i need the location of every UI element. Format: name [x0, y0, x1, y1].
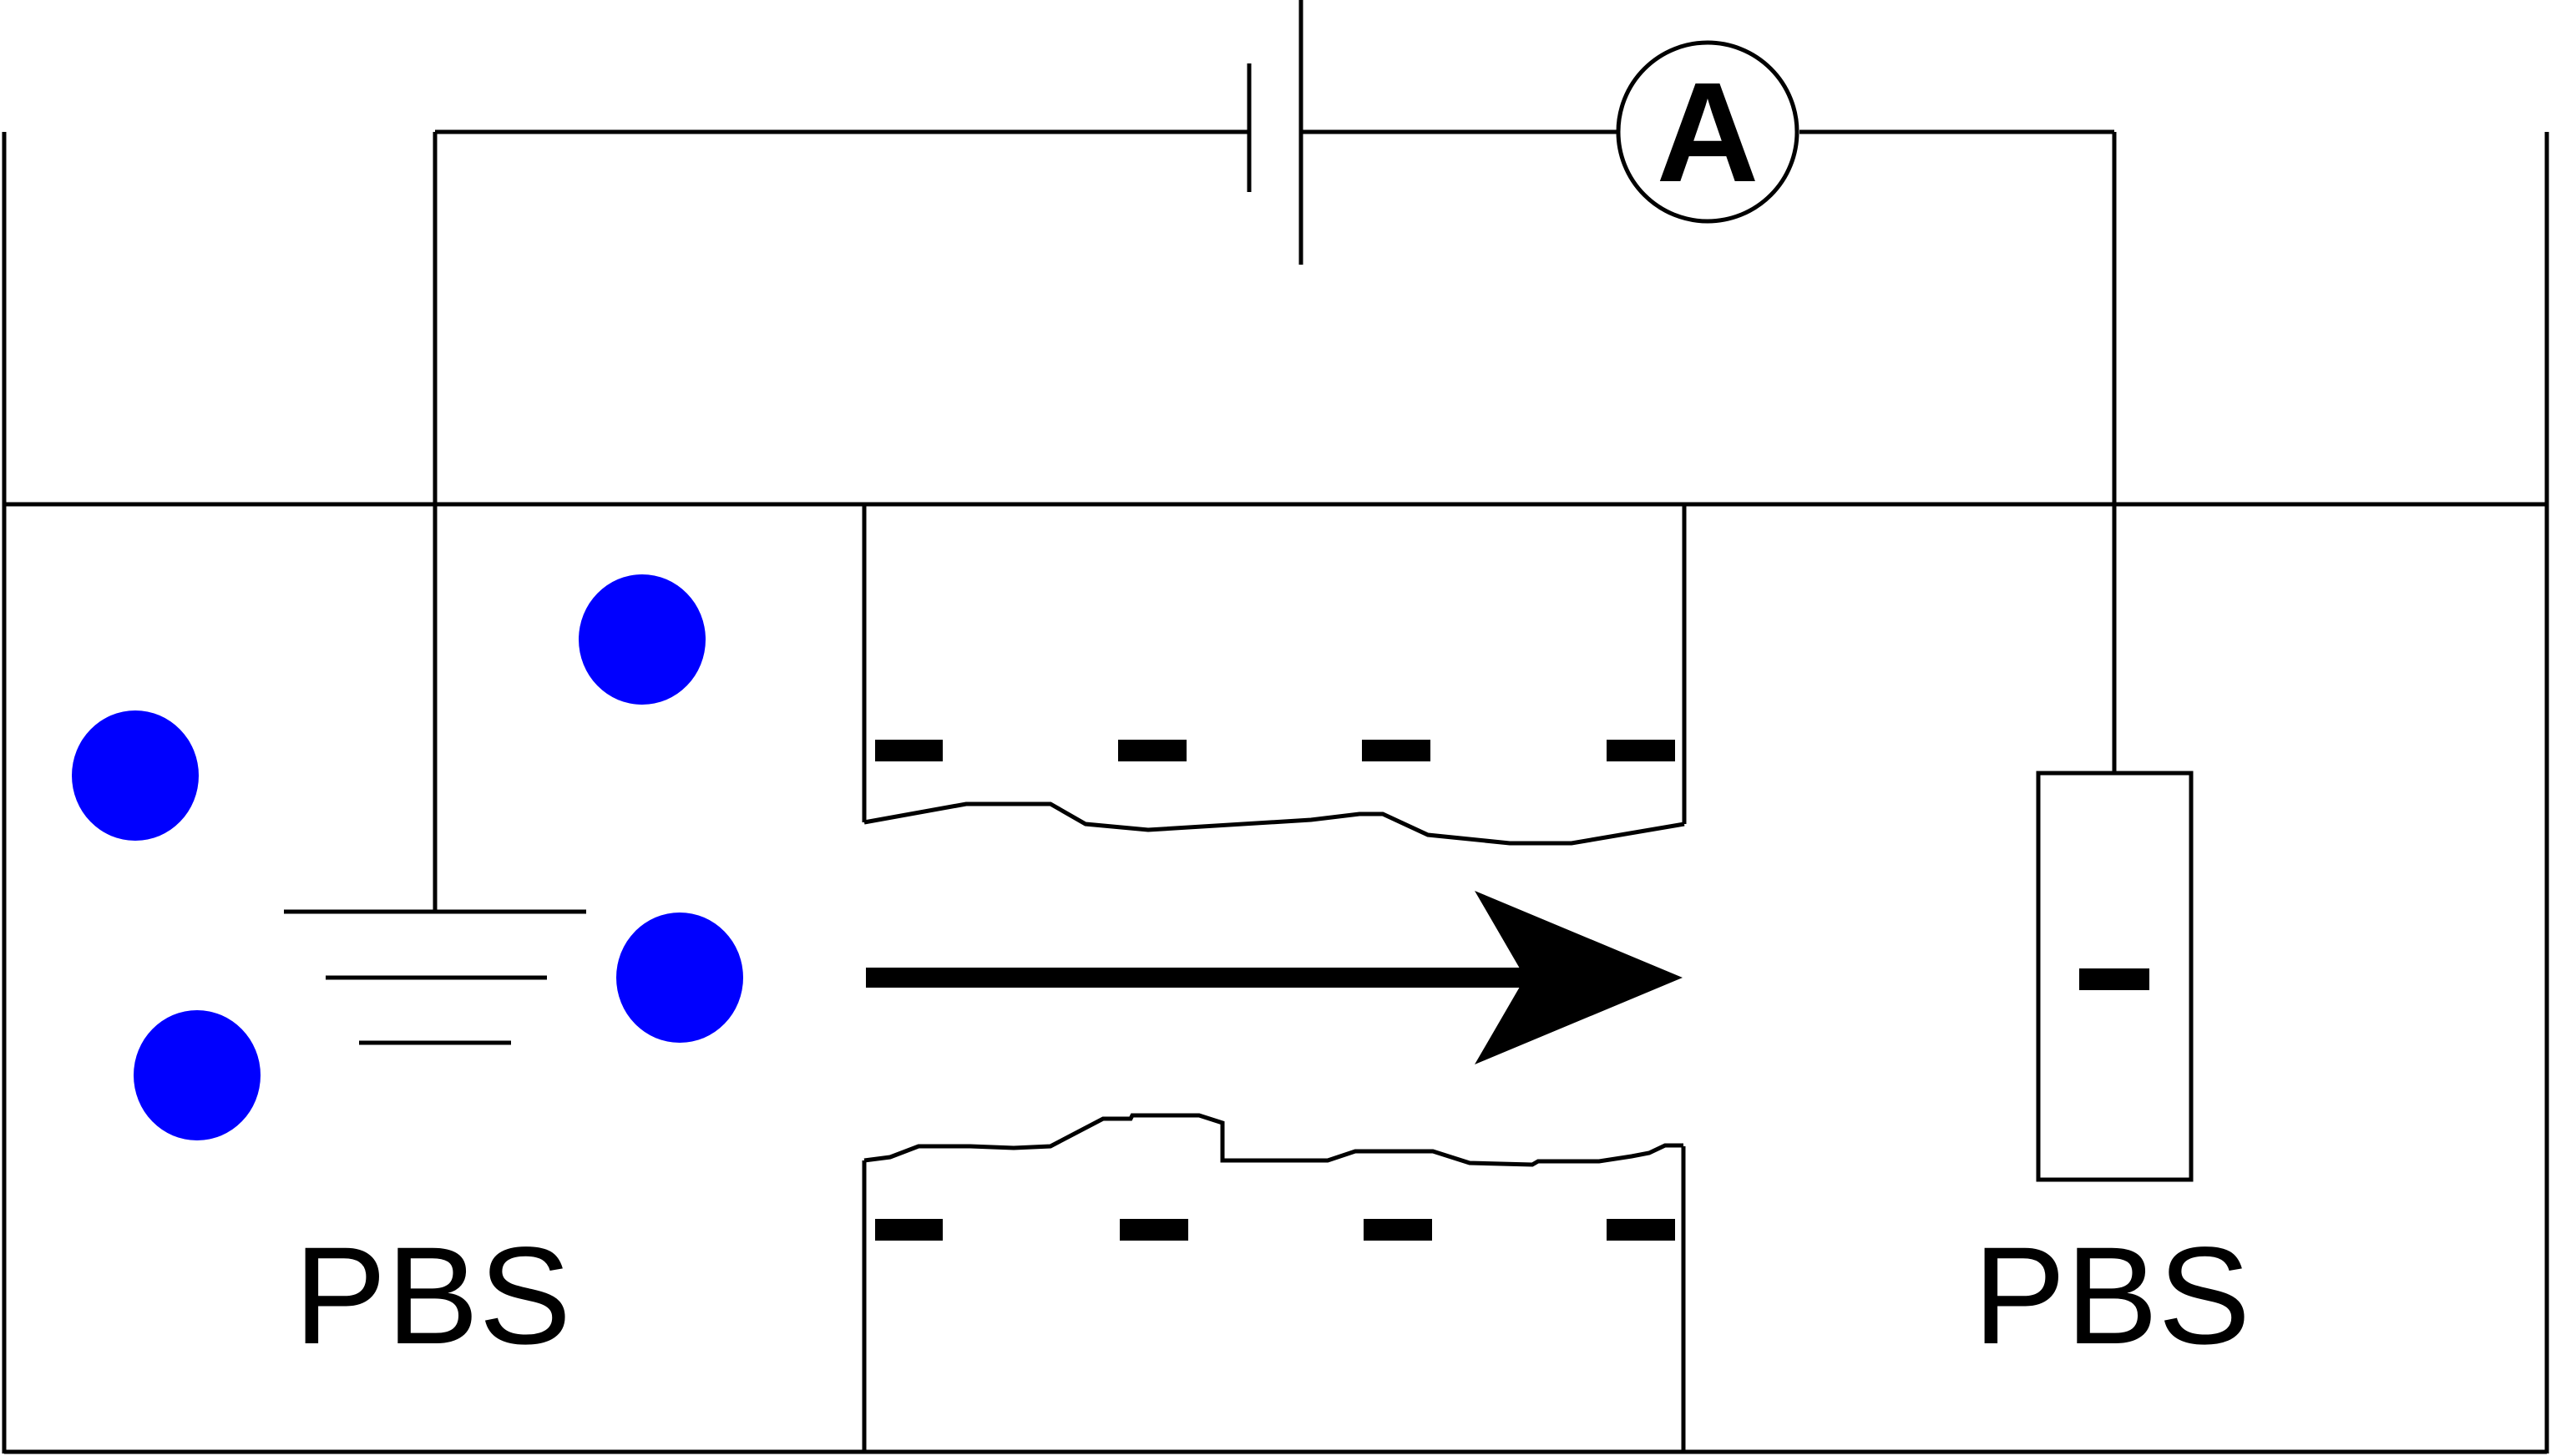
- battery-icon: [1247, 0, 1303, 265]
- ion: [134, 1010, 261, 1140]
- channel-bottom-rough-edge: [863, 1113, 1683, 1167]
- ion: [579, 574, 706, 705]
- ground-icon: [284, 909, 586, 1045]
- external-circuit: [433, 129, 2117, 912]
- ammeter-label: A: [1657, 53, 1759, 212]
- channel-top-minus-sign: [1118, 740, 1187, 761]
- arrow-right-icon: [866, 891, 1683, 1064]
- electrode-body: [2036, 771, 2194, 1182]
- electrode-minus-sign: [2079, 968, 2149, 990]
- arrow-shaft: [866, 968, 1526, 988]
- channel-bottom-minus-sign: [1364, 1219, 1432, 1241]
- electrode: [2036, 771, 2194, 1182]
- ion: [72, 710, 199, 841]
- ammeter-circle: [1616, 40, 1799, 224]
- ion: [616, 913, 743, 1043]
- channel-bottom-minus-sign: [1120, 1219, 1188, 1241]
- nanochannel-top-wall: [862, 504, 1687, 846]
- channel-top-rough-edge: [863, 801, 1685, 846]
- ions: [72, 574, 743, 1140]
- channel-bottom-minus-sign: [875, 1219, 943, 1241]
- vessel: [2, 132, 2549, 1454]
- channel-top-minus-sign: [1362, 740, 1430, 761]
- channel-top-minus-sign: [875, 740, 943, 761]
- left-solution-label: PBS: [294, 1219, 571, 1373]
- nanochannel-bottom-wall: [862, 1113, 1686, 1452]
- arrow-head: [1475, 891, 1683, 1064]
- channel-top-minus-sign: [1607, 740, 1675, 761]
- right-solution-label: PBS: [1973, 1219, 2250, 1373]
- channel-bottom-minus-sign: [1607, 1219, 1675, 1241]
- ammeter-icon: A: [1616, 40, 1799, 224]
